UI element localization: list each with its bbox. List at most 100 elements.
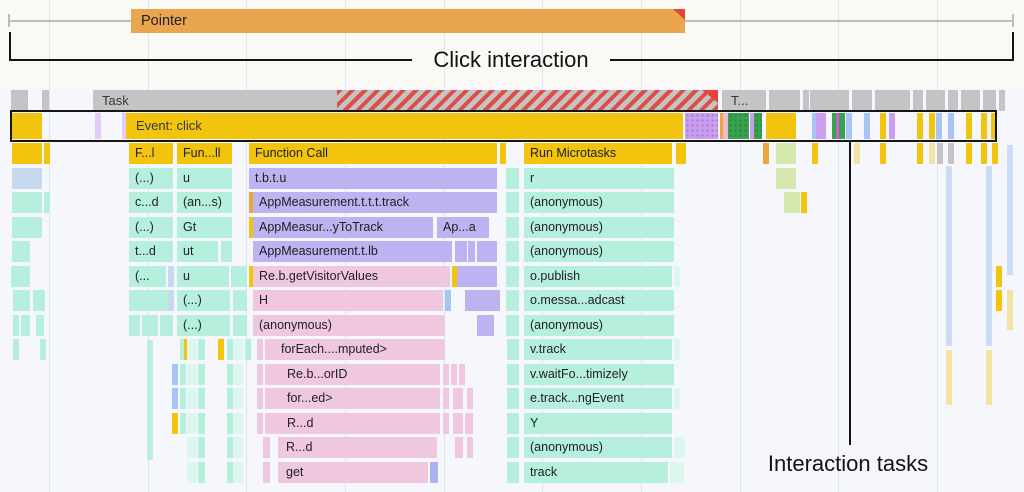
flame-bar[interactable]: (... [129,266,166,287]
flame-tick[interactable] [946,350,952,405]
flame-tick[interactable] [506,168,519,189]
flame-tick[interactable] [40,339,46,360]
flame-tick[interactable] [769,90,800,111]
flame-tick[interactable] [451,364,457,385]
event-click-bar[interactable]: Event: click [126,113,683,139]
flame-tick[interactable] [245,339,251,360]
flame-tick[interactable] [257,364,263,385]
flame-tick[interactable] [44,143,50,164]
flame-tick[interactable] [917,143,923,164]
flame-tick[interactable] [676,143,682,164]
flame-tick[interactable] [929,113,935,139]
flame-tick[interactable] [122,113,128,139]
flame-tick[interactable] [670,462,676,483]
flame-tick[interactable] [913,90,923,111]
flame-bar[interactable]: v.waitFo...timizely [524,364,674,385]
flame-tick[interactable] [13,339,19,360]
flame-tick[interactable] [187,437,197,458]
flame-tick[interactable] [187,413,197,434]
flame-tick[interactable] [231,266,247,287]
flame-tick[interactable] [180,413,186,434]
flame-bar[interactable]: u [177,168,232,189]
flame-tick[interactable] [966,143,972,164]
flame-tick[interactable] [513,413,519,434]
flame-tick[interactable] [459,364,465,385]
flame-tick[interactable] [249,217,255,238]
flame-tick[interactable] [187,364,197,385]
flame-tick[interactable] [33,290,45,311]
flame-tick[interactable] [750,113,756,139]
flame-bar[interactable]: Ap...a [437,217,489,238]
flame-tick[interactable] [453,388,463,409]
flame-tick[interactable] [728,113,749,139]
pointer-interaction-bar[interactable]: Pointer [131,9,685,33]
flame-tick[interactable] [180,388,186,409]
flame-tick[interactable] [674,462,680,483]
flame-tick[interactable] [832,113,838,139]
flame-tick[interactable] [467,437,473,458]
flame-tick[interactable] [852,90,872,111]
flame-tick[interactable] [513,388,519,409]
flame-tick[interactable] [864,113,870,139]
flame-bar[interactable]: H [253,290,443,311]
flame-bar[interactable]: t...d [129,241,173,262]
flame-tick[interactable] [820,113,826,139]
flame-tick[interactable] [461,241,467,262]
flame-tick[interactable] [513,339,519,360]
flame-tick[interactable] [233,364,243,385]
flame-tick[interactable] [679,437,685,458]
flame-tick[interactable] [674,437,680,458]
flame-bar[interactable]: t.b.t.u [249,168,497,189]
flame-tick[interactable] [233,413,243,434]
flame-tick[interactable] [227,437,233,458]
flame-tick[interactable] [506,290,519,311]
long-task-candystripe[interactable] [337,90,718,111]
flame-tick[interactable] [917,113,923,139]
flame-bar[interactable]: for...ed> [265,388,440,409]
flame-tick[interactable] [999,90,1005,111]
flame-tick[interactable] [233,462,243,483]
flame-tick[interactable] [1007,145,1013,275]
flame-tick[interactable] [1007,290,1013,330]
flame-tick[interactable] [948,143,954,164]
flame-bar[interactable]: AppMeasurement.t.t.t.track [253,192,497,213]
flame-tick[interactable] [172,364,178,385]
flame-bar[interactable]: (...) [129,168,173,189]
flame-tick[interactable] [507,388,513,409]
flame-tick[interactable] [180,339,186,360]
flame-bar[interactable]: c...d [129,192,173,213]
flame-tick[interactable] [981,113,987,139]
flame-tick[interactable] [477,315,494,336]
flame-tick[interactable] [187,388,197,409]
flame-tick[interactable] [803,90,809,111]
flame-tick[interactable] [233,437,243,458]
flame-tick[interactable] [455,437,463,458]
flame-bar[interactable]: track [524,462,668,483]
flame-tick[interactable] [880,143,886,164]
flame-tick[interactable] [812,143,818,164]
flame-tick[interactable] [221,241,232,262]
flame-tick[interactable] [233,388,243,409]
flame-tick[interactable] [168,290,174,311]
flame-tick[interactable] [95,113,101,139]
flame-tick[interactable] [187,462,197,483]
flame-tick[interactable] [257,339,263,360]
flame-tick[interactable] [880,90,910,111]
flame-tick[interactable] [249,266,255,287]
flame-tick[interactable] [160,315,173,336]
flame-tick[interactable] [929,143,935,164]
flame-bar[interactable]: r [524,168,674,189]
flame-tick[interactable] [36,315,44,336]
flame-tick[interactable] [187,339,197,360]
flame-tick[interactable] [506,241,519,262]
flame-tick[interactable] [685,113,718,139]
flame-tick[interactable] [198,388,205,409]
flame-tick[interactable] [172,388,178,409]
flame-tick[interactable] [723,113,729,139]
flame-tick[interactable] [513,437,519,458]
flame-tick[interactable] [443,364,449,385]
flame-tick[interactable] [996,266,1002,287]
column-header[interactable]: Fun...ll [177,143,232,164]
flame-tick[interactable] [996,290,1002,311]
flame-tick[interactable] [506,315,519,336]
